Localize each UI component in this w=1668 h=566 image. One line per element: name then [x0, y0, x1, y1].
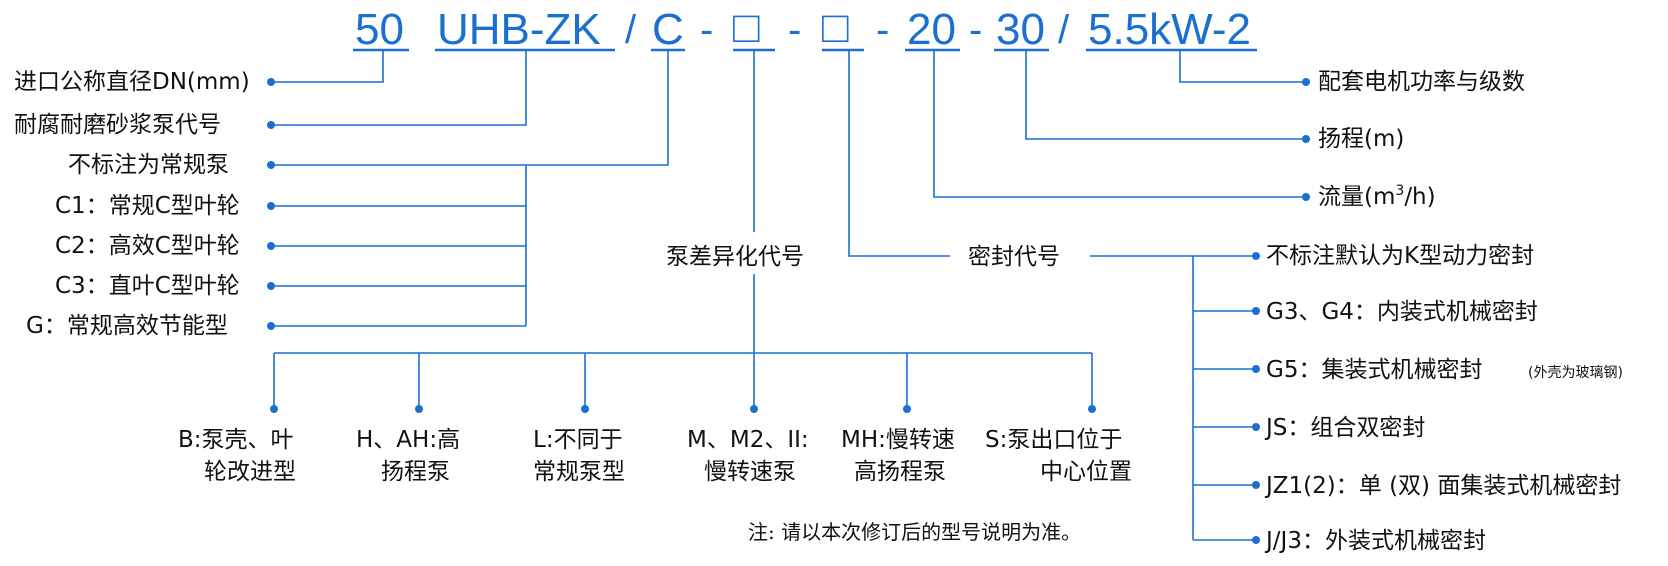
connector-dot: [1252, 365, 1260, 373]
connector-dot: [1302, 78, 1310, 86]
connector-dot: [1088, 405, 1096, 413]
label-g: G：常规高效节能型: [26, 313, 228, 339]
seal-j3: J/J3：外装式机械密封: [1264, 528, 1486, 554]
variant-m-line1: M、M2、II:: [687, 427, 809, 453]
connector-flow: [933, 50, 1306, 198]
seal-js: JS：组合双密封: [1264, 415, 1425, 441]
label-pump-code: 耐腐耐磨砂浆泵代号: [14, 112, 221, 138]
model-code: 50 UHB-ZK / C - □ - □ - 20 - 30 / 5.5kW-…: [353, 3, 1257, 54]
left-branch: 进口公称直径DN(mm) 耐腐耐磨砂浆泵代号 不标注为常规泵 C1：常规C型叶轮…: [14, 50, 669, 339]
connector-diameter: [271, 50, 384, 83]
label-head: 扬程(m): [1318, 126, 1404, 152]
code-dash-1: -: [700, 8, 713, 52]
variant-b-line1: B:泵壳、叶: [178, 427, 294, 453]
connector-motor: [1179, 50, 1306, 83]
middle-branch: 泵差异化代号 密封代号: [270, 50, 1256, 413]
connector-impeller: [271, 50, 669, 166]
label-c2: C2：高效C型叶轮: [55, 233, 240, 259]
code-segment-variant: □: [733, 3, 760, 52]
code-segment-head: 30: [996, 5, 1045, 54]
connector-dot: [1302, 193, 1310, 201]
seal-g3g4: G3、G4：内装式机械密封: [1266, 299, 1538, 325]
connector-dot: [1252, 481, 1260, 489]
connector-pump-code: [271, 50, 527, 126]
variant-b-line2: 轮改进型: [204, 459, 296, 485]
variant-s-line2: 中心位置: [1040, 459, 1132, 485]
connector-dot: [415, 405, 423, 413]
variant-h-line2: 扬程泵: [381, 459, 450, 485]
label-variant-code: 泵差异化代号: [666, 244, 804, 270]
code-dash-3: -: [876, 8, 889, 52]
code-segment-pump: UHB-ZK: [437, 5, 601, 54]
label-inlet-diameter: 进口公称直径DN(mm): [14, 69, 250, 95]
connector-head: [1025, 50, 1306, 140]
code-segment-power: 5.5kW-2: [1088, 5, 1251, 54]
variant-options: B:泵壳、叶 轮改进型 H、AH:高 扬程泵 L:不同于 常规泵型 M、M2、I…: [178, 427, 1132, 485]
label-flow-superscript: 3: [1395, 183, 1404, 199]
label-seal-code: 密封代号: [968, 244, 1060, 270]
connector-seal: [848, 50, 950, 257]
connector-dot: [1252, 536, 1260, 544]
label-motor: 配套电机功率与级数: [1318, 69, 1525, 95]
variant-mh-line2: 高扬程泵: [854, 459, 946, 485]
connector-dot: [1252, 423, 1260, 431]
right-branch: 配套电机功率与级数 扬程(m) 流量(m3/h): [933, 50, 1525, 210]
label-c3: C3：直叶C型叶轮: [55, 273, 240, 299]
code-slash-2: /: [1058, 8, 1070, 52]
seal-options: 不标注默认为K型动力密封 G3、G4：内装式机械密封 G5：集装式机械密封 (外…: [1192, 243, 1623, 554]
label-impeller-default: 不标注为常规泵: [68, 152, 229, 178]
variant-s-line1: S:泵出口位于: [985, 427, 1122, 453]
variant-m-line2: 慢转速泵: [704, 459, 796, 485]
seal-g5-note: (外壳为玻璃钢): [1528, 364, 1623, 381]
variant-mh-line1: MH:慢转速: [841, 427, 955, 453]
connector-dot: [270, 405, 278, 413]
label-flow-suffix: /h): [1404, 184, 1435, 210]
footnote: 注: 请以本次修订后的型号说明为准。: [748, 520, 1081, 544]
label-flow-prefix: 流量(m: [1318, 184, 1395, 210]
code-dash-4: -: [969, 8, 982, 52]
connector-dot: [1302, 135, 1310, 143]
label-flow: 流量(m3/h): [1318, 183, 1436, 210]
code-segment-flow: 20: [907, 5, 956, 54]
connector-dot: [1252, 307, 1260, 315]
code-slash-1: /: [625, 8, 637, 52]
connector-dot: [1252, 252, 1260, 260]
connector-dot: [903, 405, 911, 413]
code-segment-seal: □: [822, 3, 849, 52]
label-c1: C1：常规C型叶轮: [55, 193, 240, 219]
seal-g5: G5：集装式机械密封: [1266, 357, 1482, 383]
variant-l-line1: L:不同于: [533, 427, 623, 453]
connector-dot: [750, 405, 758, 413]
variant-h-line1: H、AH:高: [356, 427, 460, 453]
code-dash-2: -: [788, 8, 801, 52]
seal-jz1: JZ1(2)：单 (双) 面集装式机械密封: [1264, 473, 1621, 499]
variant-l-line2: 常规泵型: [533, 459, 625, 485]
connector-dot: [581, 405, 589, 413]
code-segment-diameter: 50: [355, 5, 404, 54]
code-segment-impeller: C: [652, 5, 684, 54]
seal-default: 不标注默认为K型动力密封: [1266, 243, 1534, 269]
